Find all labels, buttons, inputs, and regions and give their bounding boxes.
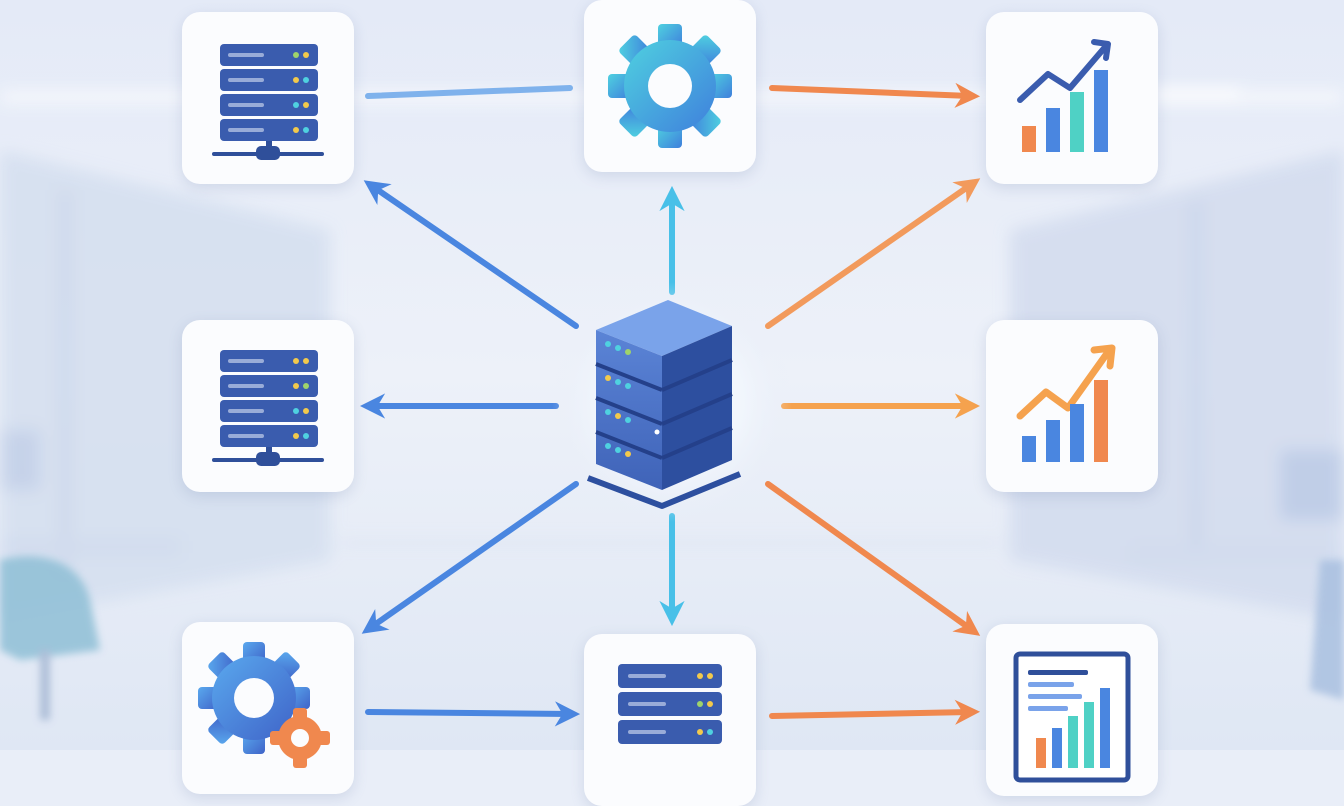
node-middle-left xyxy=(182,320,354,492)
link-top-left-to-top-center xyxy=(365,85,573,99)
server-rack-icon xyxy=(618,664,722,744)
report-chart-icon xyxy=(1013,651,1131,783)
arrow-bottom-left-to-bottom-center xyxy=(365,701,581,727)
node-top-left xyxy=(182,12,354,184)
gear-icon xyxy=(608,24,732,148)
node-bottom-left xyxy=(182,622,354,794)
arrow-top-center-to-top-right xyxy=(769,82,981,108)
connection-arrows xyxy=(359,82,981,727)
node-top-center xyxy=(584,0,756,172)
server-rack-icon xyxy=(212,350,324,466)
arrow-center-to-top-right xyxy=(765,178,981,329)
gears-icon xyxy=(198,642,330,768)
arrow-center-to-bottom-right xyxy=(765,481,981,636)
arrow-center-to-top-left xyxy=(363,180,579,329)
node-bottom-right xyxy=(986,624,1158,796)
arrow-bottom-center-to-bottom-right xyxy=(769,699,981,725)
server-stack-icon xyxy=(586,300,742,509)
rising-chart-icon xyxy=(1016,344,1116,462)
arrow-center-to-bottom-left xyxy=(361,481,579,634)
node-bottom-center xyxy=(584,634,756,806)
node-top-right xyxy=(986,12,1158,184)
central-server-node xyxy=(552,282,792,522)
node-middle-right xyxy=(986,320,1158,492)
bar-chart-trend-icon xyxy=(1017,39,1111,152)
server-rack-icon xyxy=(212,44,324,160)
